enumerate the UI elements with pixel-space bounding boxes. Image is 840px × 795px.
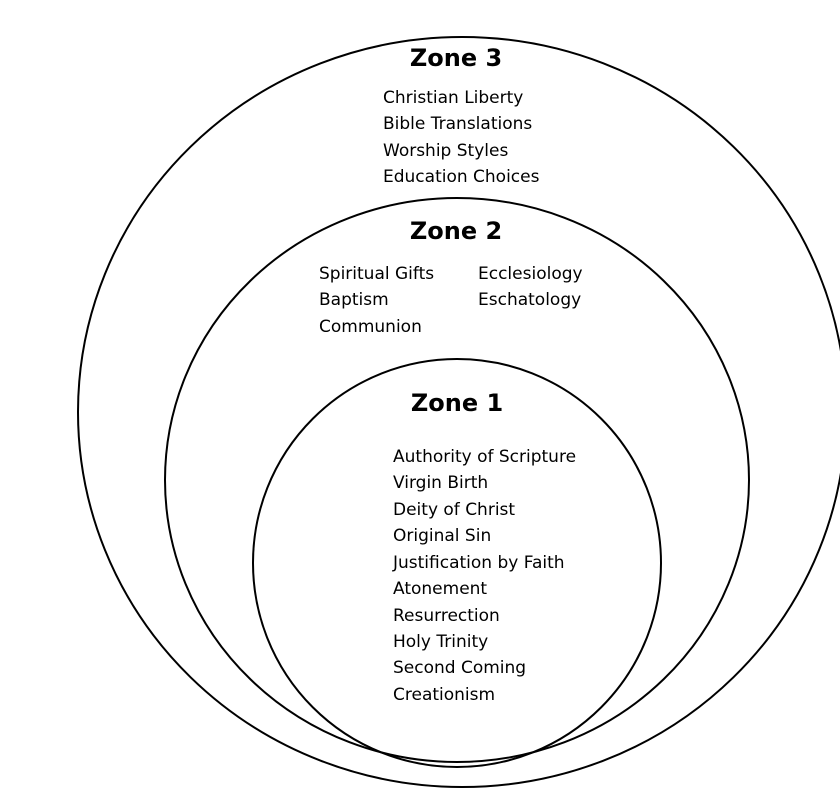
zone-3-item: Christian Liberty [383, 88, 523, 108]
zone-3-circle [77, 36, 840, 788]
zone-2-title: Zone 2 [410, 217, 502, 245]
zone-1-item: Resurrection [393, 606, 500, 626]
zone-2-circle [164, 197, 750, 763]
zone-3-item: Worship Styles [383, 141, 508, 161]
zone-2-item: Ecclesiology [478, 264, 583, 284]
zone-circles [77, 36, 840, 788]
zone-1-item: Deity of Christ [393, 500, 515, 520]
zone-1-item: Holy Trinity [393, 632, 488, 652]
zone-2-item: Eschatology [478, 290, 581, 310]
zone-3-item: Education Choices [383, 167, 540, 187]
zone-1-item: Virgin Birth [393, 473, 488, 493]
zone-1-item: Atonement [393, 579, 487, 599]
zone-1-item: Second Coming [393, 658, 526, 678]
zone-1-item: Justification by Faith [392, 553, 565, 573]
zone-1-item: Authority of Scripture [393, 447, 576, 467]
zone-3-title: Zone 3 [410, 44, 502, 72]
zone-2-item: Communion [319, 317, 422, 337]
zone-1-item: Creationism [393, 685, 495, 705]
zone-1-item: Original Sin [393, 526, 491, 546]
zone-1: Zone 1 Authority of Scripture Virgin Bir… [392, 389, 576, 705]
zone-1-title: Zone 1 [411, 389, 503, 417]
zone-2-item: Spiritual Gifts [319, 264, 434, 284]
zone-3-item: Bible Translations [383, 114, 532, 134]
zone-3: Zone 3 Christian Liberty Bible Translati… [383, 44, 540, 187]
zone-2-item: Baptism [319, 290, 389, 310]
zone-2: Zone 2 Spiritual Gifts Baptism Communion… [319, 217, 583, 337]
zone-1-circle [252, 358, 662, 768]
